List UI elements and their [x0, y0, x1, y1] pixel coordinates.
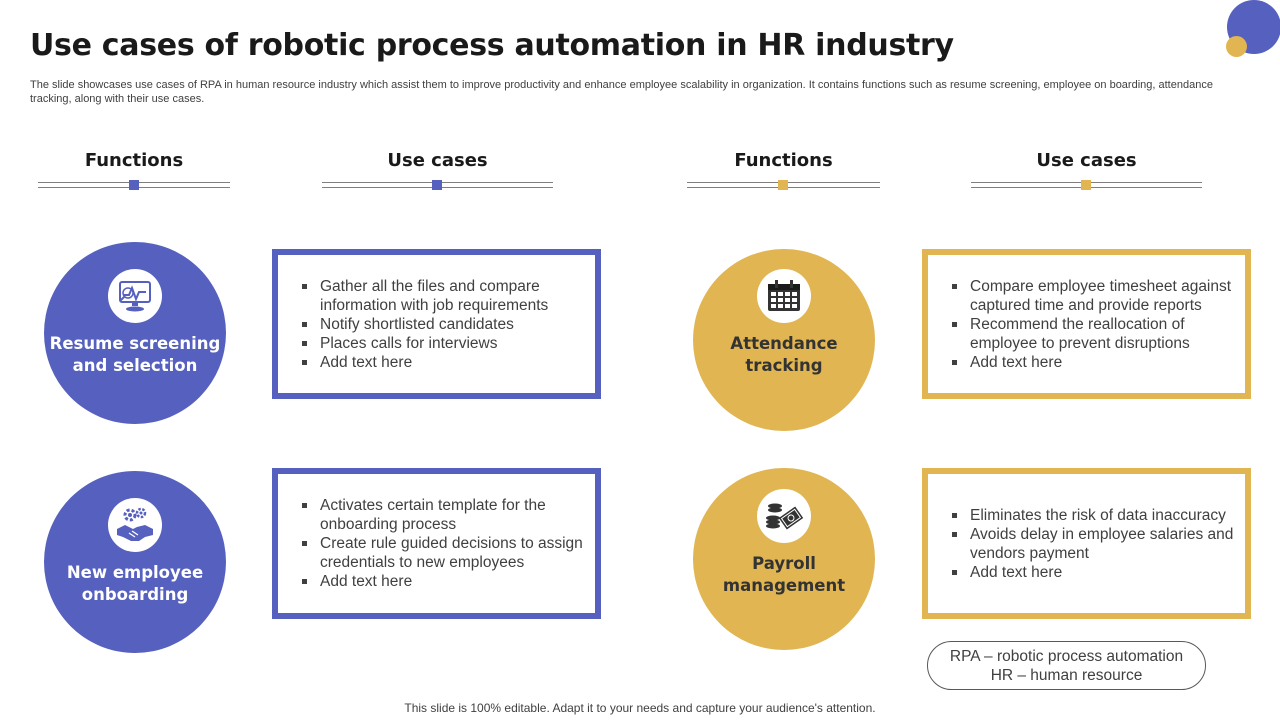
- function-label: Attendance tracking: [730, 333, 837, 377]
- list-item: Notify shortlisted candidates: [300, 315, 585, 334]
- function-label: Resume screening and selection: [50, 333, 221, 377]
- header-usecases-left: Use cases: [387, 150, 488, 171]
- function-circle-employee-onboarding: New employee onboarding: [44, 471, 226, 653]
- list-item: Eliminates the risk of data inaccuracy: [950, 506, 1235, 525]
- icon-disc: [757, 489, 811, 543]
- footer-note: This slide is 100% editable. Adapt it to…: [404, 701, 876, 715]
- usecase-list: Gather all the files and compare informa…: [278, 277, 595, 372]
- header-functions-left: Functions: [84, 150, 184, 171]
- list-item: Activates certain template for the onboa…: [300, 496, 585, 534]
- list-item: Recommend the reallocation of employee t…: [950, 315, 1235, 353]
- list-item: Create rule guided decisions to assign c…: [300, 534, 585, 572]
- usecase-list: Eliminates the risk of data inaccuracy A…: [928, 506, 1245, 582]
- function-label: Payroll management: [723, 553, 845, 597]
- icon-disc: [757, 269, 811, 323]
- function-label: New employee onboarding: [67, 562, 203, 606]
- list-item: Add text here: [950, 563, 1235, 582]
- function-label-line: tracking: [745, 356, 823, 375]
- function-label-line: Resume screening: [49, 334, 221, 353]
- usecase-list: Activates certain template for the onboa…: [278, 496, 595, 591]
- function-circle-payroll-management: Payroll management: [693, 468, 875, 650]
- function-label-line: Attendance: [730, 334, 838, 353]
- function-label-line: management: [722, 576, 846, 595]
- function-label-line: New employee: [66, 563, 204, 582]
- usecase-box-resume-screening: Gather all the files and compare informa…: [272, 249, 601, 399]
- header-functions-right: Functions: [734, 150, 833, 171]
- list-item: Gather all the files and compare informa…: [300, 277, 585, 315]
- function-label-line: Payroll: [752, 554, 816, 573]
- legend-line: HR – human resource: [990, 667, 1143, 684]
- function-circle-resume-screening: Resume screening and selection: [44, 242, 226, 424]
- list-item: Places calls for interviews: [300, 334, 585, 353]
- function-label-line: onboarding: [81, 585, 189, 604]
- list-item: Add text here: [300, 353, 585, 372]
- header-marker-usecases-left: [432, 180, 442, 190]
- decorative-circle-small: [1226, 36, 1247, 57]
- list-item: Add text here: [300, 572, 585, 591]
- function-label-line: and selection: [72, 356, 198, 375]
- usecase-box-employee-onboarding: Activates certain template for the onboa…: [272, 468, 601, 619]
- abbreviation-legend: RPA – robotic process automation HR – hu…: [927, 641, 1206, 690]
- slide-subtitle: The slide showcases use cases of RPA in …: [30, 79, 1213, 105]
- usecase-list: Compare employee timesheet against captu…: [928, 277, 1245, 372]
- slide-title: Use cases of robotic process automation …: [30, 28, 954, 63]
- icon-disc: [108, 269, 162, 323]
- list-item: Add text here: [950, 353, 1235, 372]
- monitor-chart-icon: [119, 281, 151, 312]
- usecase-box-attendance-tracking: Compare employee timesheet against captu…: [922, 249, 1251, 399]
- money-coins-icon: [766, 503, 804, 530]
- list-item: Avoids delay in employee salaries and ve…: [950, 525, 1235, 563]
- header-marker-functions-right: [778, 180, 788, 190]
- header-usecases-right: Use cases: [1036, 150, 1137, 171]
- handshake-gears-icon: [117, 507, 153, 541]
- usecase-box-payroll-management: Eliminates the risk of data inaccuracy A…: [922, 468, 1251, 619]
- icon-disc: [108, 498, 162, 552]
- header-marker-usecases-right: [1081, 180, 1091, 190]
- legend-line: RPA – robotic process automation: [949, 648, 1184, 665]
- function-circle-attendance-tracking: Attendance tracking: [693, 249, 875, 431]
- list-item: Compare employee timesheet against captu…: [950, 277, 1235, 315]
- calendar-icon: [768, 280, 800, 311]
- header-marker-functions-left: [129, 180, 139, 190]
